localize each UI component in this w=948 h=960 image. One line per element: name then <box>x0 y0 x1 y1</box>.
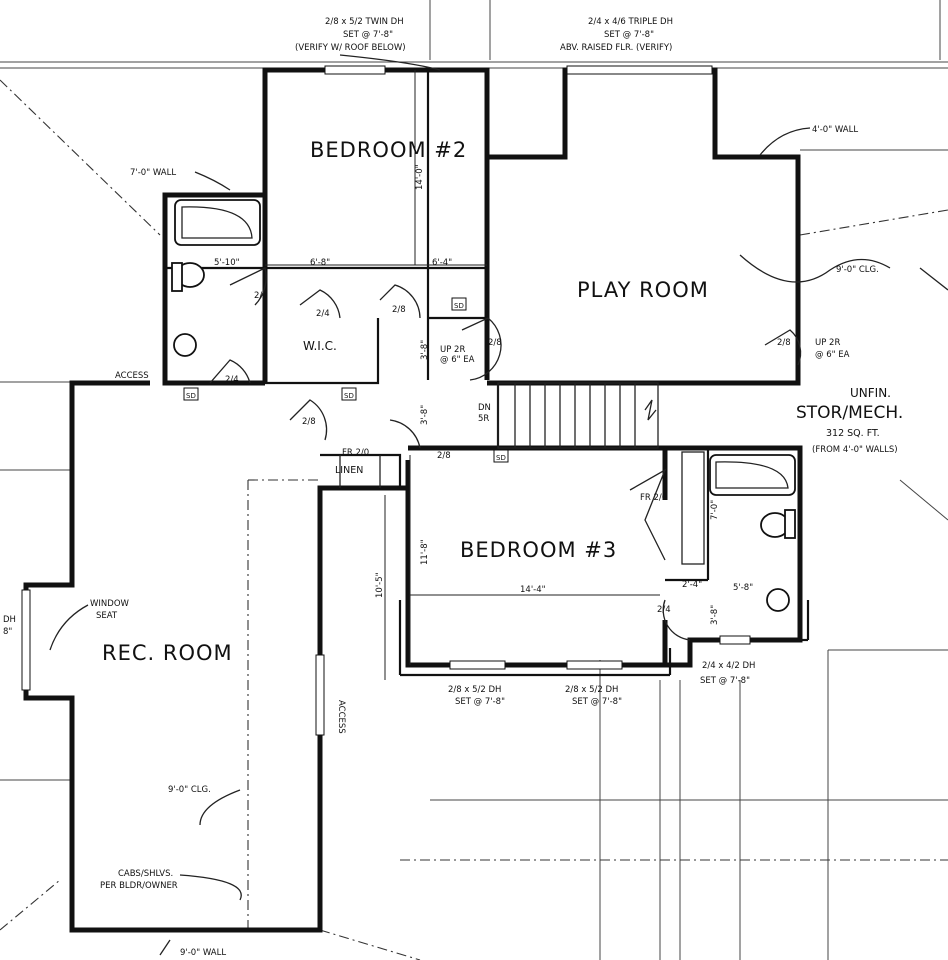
bedroom-2-label: BEDROOM #2 <box>310 138 467 162</box>
dim-hall-height-2: 3'-8" <box>420 405 430 425</box>
per-owner-note: PER BLDR/OWNER <box>100 881 178 891</box>
bedroom-3-label: BEDROOM #3 <box>460 538 617 562</box>
door-size-5: 2/4 <box>225 375 239 385</box>
walls <box>23 67 810 933</box>
wall-4-note: 4'-0" WALL <box>812 125 858 135</box>
rec-room-label: REC. ROOM <box>102 641 233 665</box>
unfin-label: UNFIN. <box>850 386 891 400</box>
up-stairs-note-2b: @ 6" EA <box>815 350 850 360</box>
window-note-4-size: 2/8 x 5/2 DH <box>565 685 618 695</box>
ceiling-9-note-top: 9'-0" CLG. <box>836 265 879 275</box>
smoke-detector-label: SD <box>496 454 506 462</box>
ceiling-9-note-rec: 9'-0" CLG. <box>168 785 211 795</box>
window-note-1-size: 2/8 x 5/2 TWIN DH <box>325 17 404 27</box>
door-swings <box>209 267 802 641</box>
access-note-side: ACCESS <box>336 700 346 734</box>
door-size-2: 2/4 <box>316 309 330 319</box>
dim-rec-depth: 10'-5" <box>375 572 385 598</box>
dim-bedroom2-width-2: 6'-4" <box>432 258 452 268</box>
window-note-2-set: SET @ 7'-8" <box>604 30 654 40</box>
dim-bath3-b: 5'-8" <box>733 583 753 593</box>
play-room-label: PLAY ROOM <box>577 278 709 302</box>
sqft-label: 312 SQ. FT. <box>826 428 880 439</box>
dim-bath3-a: 2'-4" <box>682 580 702 590</box>
door-size-8: 2/8 <box>777 338 791 348</box>
dimension-lines <box>265 70 660 680</box>
window-note-1-set: SET @ 7'-8" <box>343 30 393 40</box>
stor-mech-label: STOR/MECH. <box>796 403 903 423</box>
wall-9-note: 9'-0" WALL <box>180 948 226 958</box>
window-openings <box>21 65 751 736</box>
window-note-2-verify: ABV. RAISED FLR. (VERIFY) <box>560 43 672 53</box>
door-size-3: 2/8 <box>392 305 406 315</box>
window-note-5-set: SET @ 7'-8" <box>700 676 750 686</box>
smoke-detector-label: SD <box>454 302 464 310</box>
smoke-detector-label: SD <box>344 392 354 400</box>
dim-bath-width: 5'-10" <box>214 258 240 268</box>
linen-label: LINEN <box>335 465 363 476</box>
up-stairs-note-1b: @ 6" EA <box>440 355 475 365</box>
dim-bedroom2-height: 14'-0" <box>415 164 425 190</box>
window-note-2-size: 2/4 x 4/6 TRIPLE DH <box>588 17 673 27</box>
door-size-4: 2/8 <box>488 338 502 348</box>
staircase <box>497 382 659 449</box>
window-note-3-size: 2/8 x 5/2 DH <box>448 685 501 695</box>
bath-fixtures <box>171 199 796 612</box>
up-stairs-note-1a: UP 2R <box>440 345 465 355</box>
wall-7-note: 7'-0" WALL <box>130 168 176 178</box>
dh-note: DH <box>3 615 16 625</box>
window-note-4-set: SET @ 7'-8" <box>572 697 622 707</box>
smoke-detectors <box>183 297 509 463</box>
window-seat-note-1: WINDOW <box>90 599 130 609</box>
window-seat-note-2: SEAT <box>96 611 118 621</box>
door-size-7: 2/8 <box>437 451 451 461</box>
down-stairs-note: DN <box>478 403 491 413</box>
height-8-note: 8" <box>3 627 12 637</box>
down-risers-note: 5R <box>478 414 489 424</box>
dim-hall-height: 3'-8" <box>420 340 430 360</box>
door-size-1: 2/4 <box>254 291 268 301</box>
window-note-3-set: SET @ 7'-8" <box>455 697 505 707</box>
dim-bedroom2-width: 6'-8" <box>310 258 330 268</box>
leader-lines <box>49 54 948 956</box>
window-note-1-verify: (VERIFY W/ ROOF BELOW) <box>295 43 406 53</box>
door-size-9: 2/4 <box>657 605 671 615</box>
french-door-note-1: FR 2/0 <box>342 448 369 458</box>
from-walls-label: (FROM 4'-0" WALLS) <box>812 445 898 455</box>
dim-bath3-c: 7'-0" <box>710 500 720 520</box>
wic-label: W.I.C. <box>303 339 337 353</box>
dim-bath3-d: 3'-8" <box>710 605 720 625</box>
dim-bedroom3-width: 14'-4" <box>520 585 546 595</box>
dim-bedroom3-height: 11'-8" <box>420 539 430 565</box>
window-note-5-size: 2/4 x 4/2 DH <box>702 661 755 671</box>
access-note-top: ACCESS <box>115 371 149 381</box>
smoke-detector-label: SD <box>186 392 196 400</box>
french-door-note-2: FR 2/0 <box>640 493 667 503</box>
cabs-note: CABS/SHLVS. <box>118 869 173 879</box>
up-stairs-note-2a: UP 2R <box>815 338 840 348</box>
door-size-6: 2/8 <box>302 417 316 427</box>
